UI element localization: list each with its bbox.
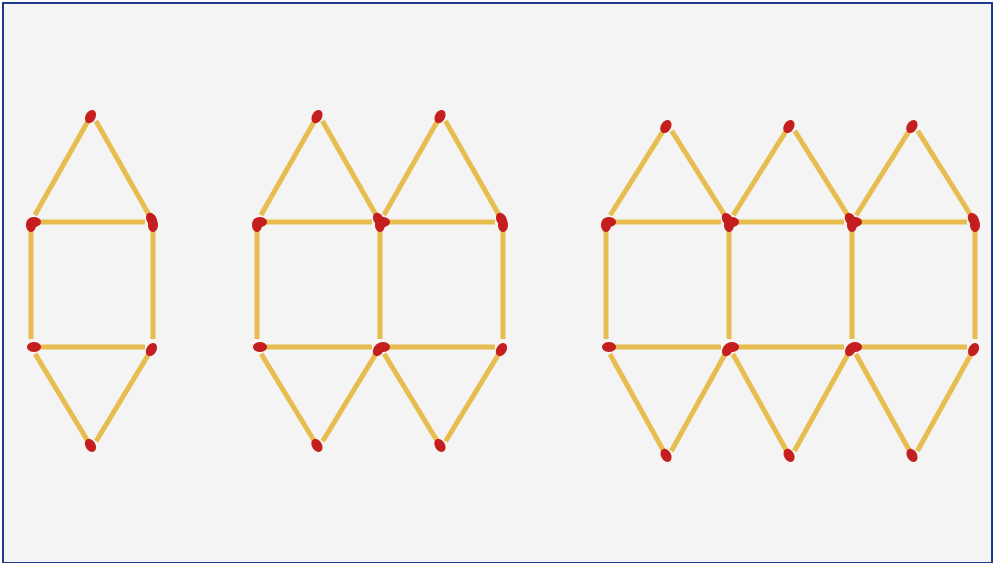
figure-2-squares-match-head-10: [376, 342, 390, 352]
figure-3-squares-match-head-17: [848, 342, 862, 352]
figure-1-square-match-head-3: [27, 342, 41, 352]
figure-3-squares-match-head-5: [602, 342, 616, 352]
figure-3-squares-match-head-10: [725, 217, 739, 227]
figure-1-square-match-head-2: [27, 217, 41, 227]
figure-2-squares-match-head-4: [253, 342, 267, 352]
figure-3-squares-match-head-4: [602, 217, 616, 227]
figure-3-squares-match-head-16: [848, 217, 862, 227]
figure-2-squares-match-head-9: [376, 217, 390, 227]
figure-2-squares-match-head-3: [253, 217, 267, 227]
figure-3-squares-match-head-11: [725, 342, 739, 352]
